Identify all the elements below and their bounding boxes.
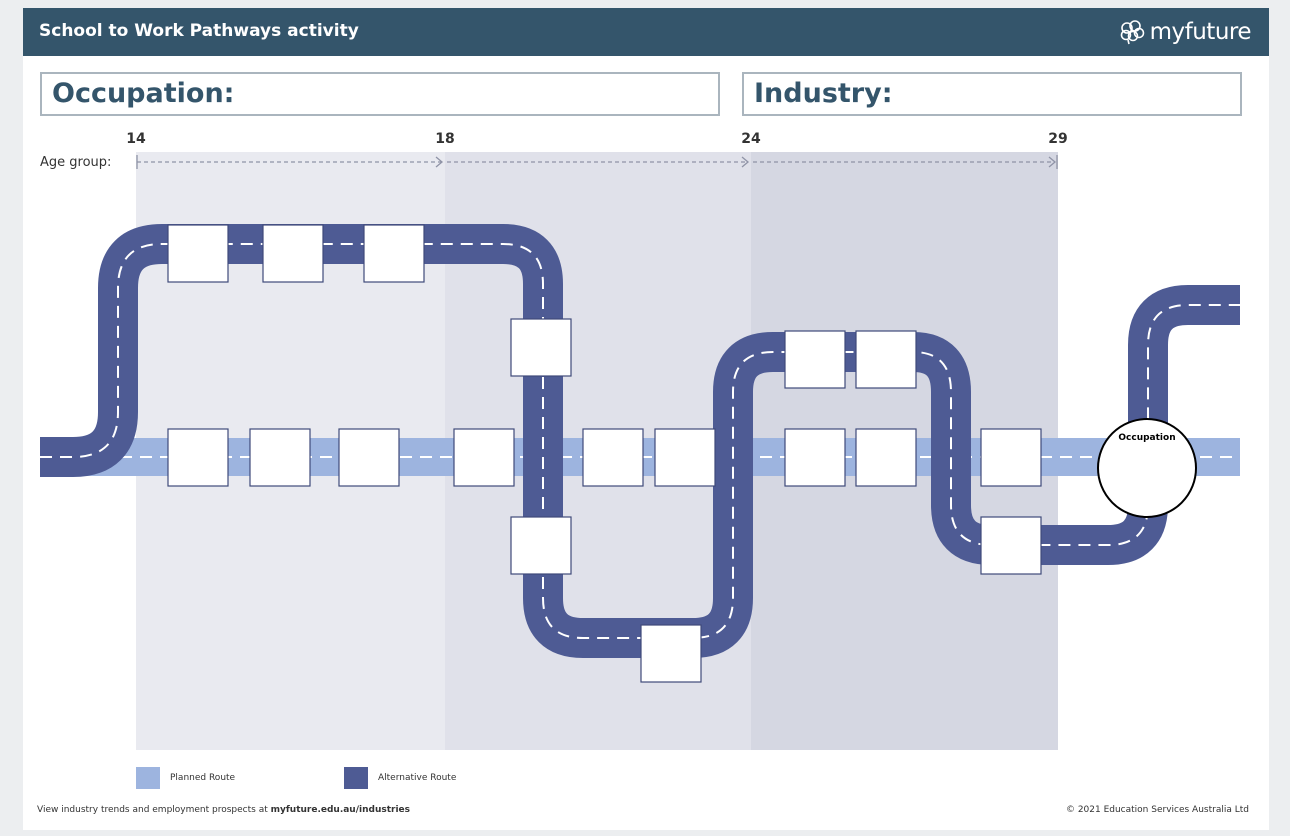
age-tick-24: 24 — [741, 131, 761, 147]
planned-swatch — [136, 767, 160, 789]
footer-note: View industry trends and employment pros… — [37, 805, 410, 815]
occupation-label: Occupation: — [52, 78, 235, 109]
destination-circle[interactable]: Occupation — [1097, 418, 1197, 518]
age-tick-18: 18 — [435, 131, 455, 147]
destination-label: Occupation — [1118, 433, 1176, 443]
brand-logo[interactable]: myfuture — [1118, 17, 1252, 47]
route-box[interactable] — [582, 428, 644, 487]
alternative-route-boxes — [167, 224, 1042, 683]
alternative-legend-label: Alternative Route — [378, 773, 457, 783]
planned-legend-label: Planned Route — [170, 773, 236, 783]
age-tick-29: 29 — [1048, 131, 1068, 147]
industry-label: Industry: — [754, 78, 893, 109]
header-bar: School to Work Pathways activity myfutur… — [23, 8, 1269, 56]
copyright: © 2021 Education Services Australia Ltd — [1065, 805, 1249, 815]
legend-planned: Planned Route — [136, 767, 235, 789]
activity-sheet: School to Work Pathways activity myfutur… — [23, 8, 1269, 830]
route-box[interactable] — [654, 428, 716, 487]
brain-icon — [1120, 20, 1144, 45]
planned-route-boxes — [167, 428, 1042, 487]
route-box[interactable] — [167, 428, 229, 487]
route-box[interactable] — [167, 224, 229, 283]
alternative-swatch — [344, 767, 368, 789]
route-box[interactable] — [249, 428, 311, 487]
route-box[interactable] — [980, 516, 1042, 575]
route-box[interactable] — [640, 624, 702, 683]
pathway-diagram — [40, 152, 1240, 750]
age-tick-14: 14 — [126, 131, 146, 147]
age-group-label: Age group: — [40, 155, 112, 170]
occupation-field[interactable]: Occupation: — [40, 72, 720, 116]
brand-name: myfuture — [1149, 19, 1252, 45]
route-box[interactable] — [338, 428, 400, 487]
alternative-route — [40, 224, 1240, 658]
industry-field[interactable]: Industry: — [742, 72, 1242, 116]
route-box[interactable] — [453, 428, 515, 487]
legend-alternative: Alternative Route — [344, 767, 456, 789]
route-box[interactable] — [855, 330, 917, 389]
route-box[interactable] — [510, 318, 572, 377]
route-box[interactable] — [784, 330, 846, 389]
route-box[interactable] — [855, 428, 917, 487]
route-box[interactable] — [980, 428, 1042, 487]
route-box[interactable] — [262, 224, 324, 283]
age-arrow-ticks — [136, 155, 1058, 169]
route-box[interactable] — [510, 516, 572, 575]
route-box[interactable] — [784, 428, 846, 487]
page-title: School to Work Pathways activity — [39, 21, 359, 41]
route-box[interactable] — [363, 224, 425, 283]
footer-link[interactable]: myfuture.edu.au/industries — [270, 805, 410, 815]
footer-text: View industry trends and employment pros… — [37, 805, 271, 815]
